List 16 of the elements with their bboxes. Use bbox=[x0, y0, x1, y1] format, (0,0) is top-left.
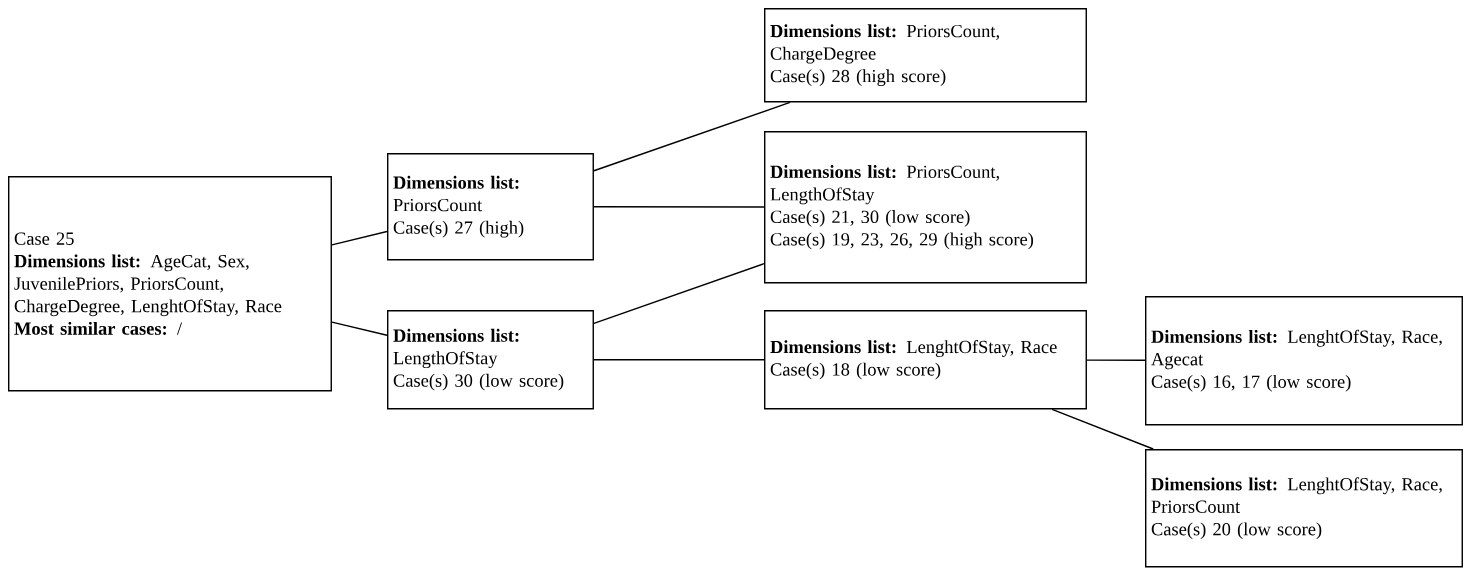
connector-line bbox=[593, 101, 791, 172]
dimension-box: Dimensions list: LengthOfStay Case(s) 30 (low score) bbox=[387, 310, 594, 410]
connector-line bbox=[1051, 408, 1154, 450]
case-box: Case 25 Dimensions list: AgeCat, Sex, JuvenilePriors, PriorsCount, ChargeDegree, LenghtOfStay, Race Most similar cases: / bbox=[8, 176, 332, 392]
dimension-box: Dimensions list: LenghtOfStay, Race, PriorsCount Case(s) 20 (low score) bbox=[1145, 449, 1463, 568]
dimension-box: Dimensions list: PriorsCount, ChargeDegree Case(s) 28 (high score) bbox=[764, 8, 1087, 103]
connector-line bbox=[593, 359, 765, 361]
dimension-box: Dimensions list: LenghtOfStay, Race, Agecat Case(s) 16, 17 (low score) bbox=[1145, 296, 1463, 426]
dimension-box: Dimensions list: PriorsCount Case(s) 27 (high) bbox=[387, 153, 594, 261]
dimension-box: Dimensions list: PriorsCount, LengthOfStay Case(s) 21, 30 (low score) Case(s) 19, 23, 26, 29 (high score) bbox=[764, 131, 1087, 284]
connector-line bbox=[331, 230, 388, 246]
connector-line bbox=[1086, 359, 1146, 361]
connector-line bbox=[593, 206, 765, 208]
connector-line bbox=[331, 321, 388, 336]
connector-line bbox=[593, 262, 765, 325]
dimension-box: Dimensions list: LenghtOfStay, Race Case(s) 18 (low score) bbox=[764, 310, 1087, 410]
